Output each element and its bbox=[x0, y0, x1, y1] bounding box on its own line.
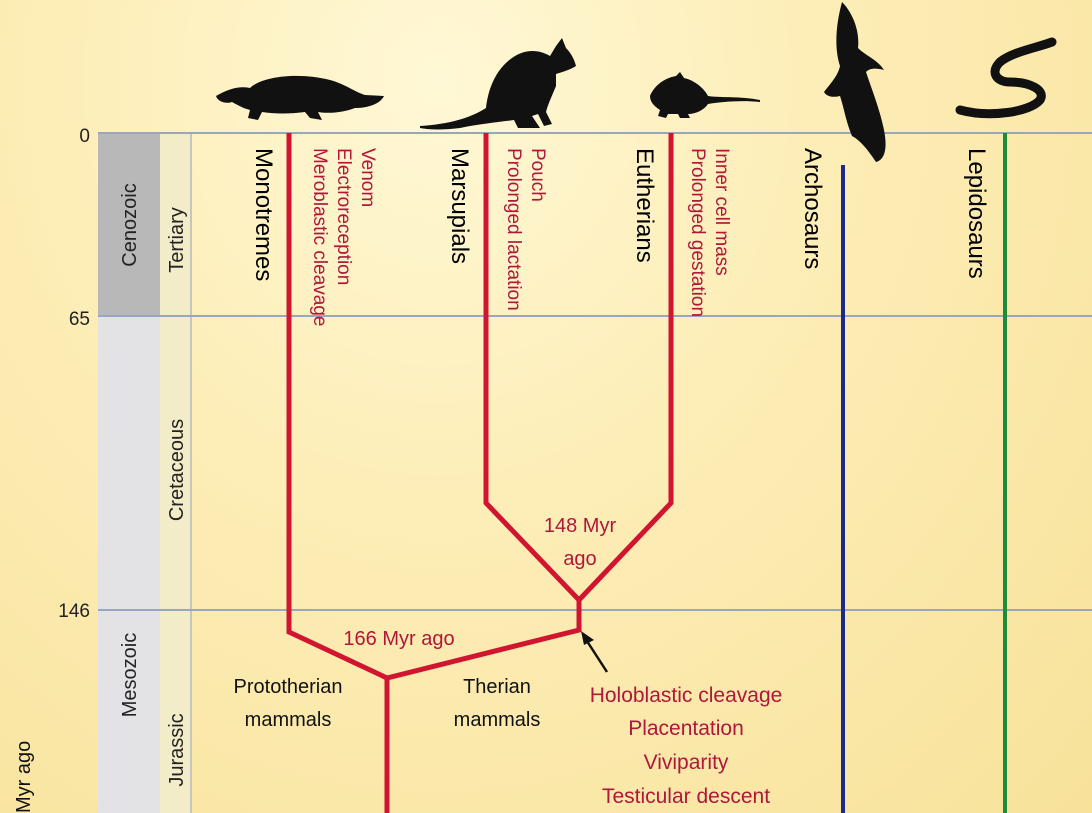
mesozoic-band bbox=[98, 316, 160, 813]
tick-label-146: 146 bbox=[58, 601, 90, 622]
clade-label-eutherians: Eutherians bbox=[631, 148, 658, 263]
group-label-prototherian-1: Prototherian bbox=[234, 676, 343, 698]
trait-prolonged-lactation: Prolonged lactation bbox=[503, 148, 524, 311]
group-label-therian-1: Therian bbox=[463, 676, 531, 698]
platypus-silhouette-icon bbox=[216, 76, 384, 120]
event-holoblastic-cleavage: Holoblastic cleavage bbox=[590, 684, 783, 707]
tick-label-65: 65 bbox=[69, 309, 90, 330]
clade-label-monotremes: Monotremes bbox=[250, 148, 277, 281]
clade-label-archosaurs: Archosaurs bbox=[799, 148, 826, 269]
trait-venom: Venom bbox=[357, 148, 378, 207]
kangaroo-silhouette-icon bbox=[420, 38, 576, 130]
axis-title: Myr ago bbox=[13, 741, 35, 813]
trait-prolonged-gestation: Prolonged gestation bbox=[687, 148, 708, 317]
trait-electroreception: Electroreception bbox=[333, 148, 354, 285]
period-label-jurassic: Jurassic bbox=[166, 713, 188, 786]
snake-silhouette-icon bbox=[960, 42, 1052, 114]
node-label-therian-split-1: 148 Myr bbox=[544, 515, 617, 537]
event-viviparity: Viviparity bbox=[644, 751, 729, 774]
period-label-cretaceous: Cretaceous bbox=[166, 419, 188, 521]
trait-inner-cell-mass: Inner cell mass bbox=[711, 148, 732, 276]
tick-label-0: 0 bbox=[79, 126, 90, 147]
branch-monotremes-to-therian bbox=[289, 133, 579, 678]
event-testicular-descent: Testicular descent bbox=[602, 785, 770, 808]
period-label-tertiary: Tertiary bbox=[166, 207, 188, 273]
node-label-mammal-split: 166 Myr ago bbox=[343, 628, 454, 650]
trait-pouch: Pouch bbox=[527, 148, 548, 202]
node-label-therian-split-2: ago bbox=[563, 548, 596, 570]
bird-silhouette-icon bbox=[824, 2, 886, 162]
era-label-mesozoic: Mesozoic bbox=[119, 633, 141, 717]
mouse-silhouette-icon bbox=[650, 72, 760, 118]
clade-label-marsupials: Marsupials bbox=[446, 148, 473, 264]
group-label-prototherian-2: mammals bbox=[245, 709, 332, 731]
event-placentation: Placentation bbox=[628, 717, 744, 740]
group-label-therian-2: mammals bbox=[454, 709, 541, 731]
era-label-cenozoic: Cenozoic bbox=[119, 183, 141, 266]
trait-meroblastic-cleavage: Meroblastic cleavage bbox=[309, 148, 330, 326]
clade-label-lepidosaurs: Lepidosaurs bbox=[963, 148, 990, 279]
event-arrow bbox=[581, 631, 607, 672]
